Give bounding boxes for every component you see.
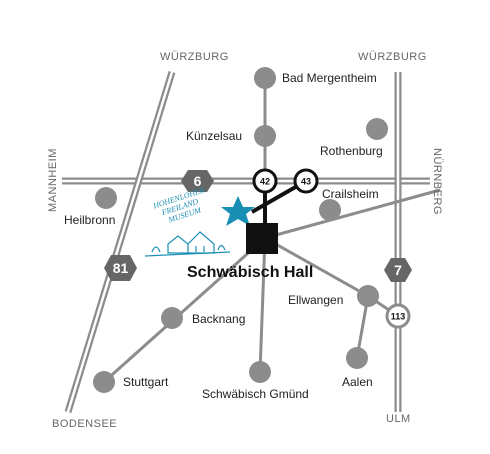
direction-label-wuerzburg-west: WÜRZBURG — [160, 51, 229, 63]
town-label-backnang: Backnang — [192, 312, 245, 326]
town-dot — [319, 199, 341, 221]
highway-shield-7: 7 — [384, 258, 412, 282]
exit-42-label: 42 — [260, 177, 270, 187]
town-label-stuttgart: Stuttgart — [123, 375, 169, 389]
direction-label-mannheim: MANNHEIM — [47, 148, 59, 212]
town-dot — [346, 347, 368, 369]
town-label-rothenburg: Rothenburg — [320, 144, 383, 158]
exit-113: 113 — [385, 303, 411, 329]
town-label-bad-mergentheim: Bad Mergentheim — [282, 71, 377, 85]
highway-shield-81: 81 — [104, 255, 137, 281]
exit-42: 42 — [252, 168, 278, 194]
farmhouse-icon — [144, 231, 231, 257]
town-dots — [93, 67, 388, 393]
town-label-crailsheim: Crailsheim — [322, 187, 379, 201]
direction-label-wuerzburg-east: WÜRZBURG — [358, 51, 427, 63]
town-label-kuenzelsau: Künzelsau — [186, 129, 242, 143]
direction-label-ulm: ULM — [386, 413, 411, 425]
direction-label-bodensee: BODENSEE — [52, 418, 117, 430]
town-dot — [357, 285, 379, 307]
town-dot — [254, 125, 276, 147]
town-dot — [95, 187, 117, 209]
exit-113-label: 113 — [391, 312, 406, 322]
highway-shield-6: 6 — [181, 170, 214, 192]
schwaebisch-hall-marker — [246, 223, 278, 254]
shield-6-label: 6 — [194, 173, 202, 189]
direction-label-nuernberg: NÜRNBERG — [431, 148, 443, 215]
shield-7-label: 7 — [394, 262, 402, 278]
museum-logo: HOHENLOHER FREILAND MUSEUM — [144, 185, 255, 257]
exit-43: 43 — [293, 168, 319, 194]
motorway-a81 — [64, 70, 176, 414]
town-dot — [366, 118, 388, 140]
shield-81-label: 81 — [113, 260, 129, 276]
town-label-heilbronn: Heilbronn — [64, 213, 115, 227]
town-dot — [254, 67, 276, 89]
town-dot — [161, 307, 183, 329]
exit-43-label: 43 — [301, 177, 311, 187]
main-city-label: Schwäbisch Hall — [187, 264, 313, 281]
town-label-aalen: Aalen — [342, 375, 373, 389]
town-dot — [93, 371, 115, 393]
town-label-schwaebisch-gmuend: Schwäbisch Gmünd — [202, 387, 309, 401]
town-label-ellwangen: Ellwangen — [288, 293, 343, 307]
town-dot — [249, 361, 271, 383]
star-icon — [221, 196, 255, 226]
